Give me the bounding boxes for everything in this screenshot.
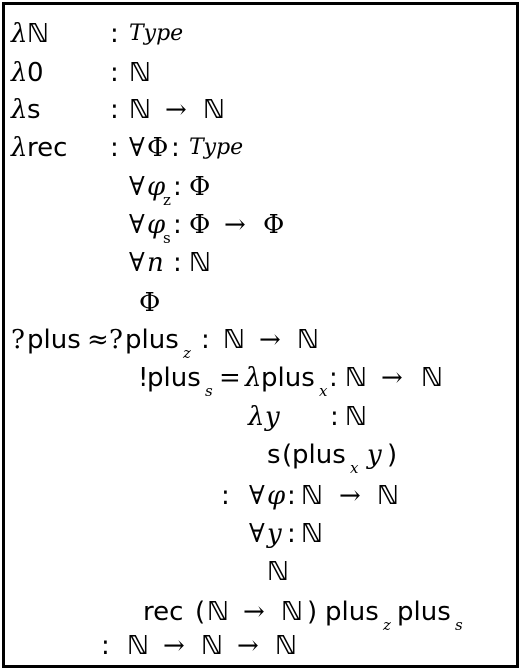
- arrow: →: [259, 325, 281, 355]
- phi-motive: Φ: [189, 210, 211, 240]
- forall-symbol: ∀: [129, 133, 145, 163]
- succ-constructor: s: [267, 440, 281, 470]
- plus-ident: plus: [125, 325, 179, 355]
- right-paren: ): [307, 597, 318, 627]
- arrow: →: [163, 631, 185, 661]
- plus-ident: plus: [27, 325, 81, 355]
- succ-constructor: s: [27, 95, 41, 125]
- phi-motive: Φ: [189, 172, 211, 202]
- nat-symbol: ℕ: [129, 58, 151, 88]
- nat-symbol: ℕ: [301, 519, 323, 549]
- phi-variable: φ: [267, 481, 286, 511]
- colon: :: [173, 210, 182, 240]
- phi-motive: Φ: [139, 288, 161, 318]
- arrow: →: [237, 631, 259, 661]
- nat-symbol: ℕ: [189, 248, 211, 278]
- subscript-s: s: [205, 382, 213, 400]
- colon: :: [201, 325, 210, 355]
- lambda-symbol: λ: [11, 95, 28, 125]
- colon: :: [110, 95, 119, 125]
- colon: :: [329, 363, 338, 393]
- forall-symbol: ∀: [129, 210, 145, 240]
- subscript-s: s: [163, 229, 171, 247]
- approx-symbol: ≈: [87, 325, 109, 355]
- lambda-symbol: λ: [11, 58, 28, 88]
- forall-symbol: ∀: [129, 248, 145, 278]
- colon: :: [330, 402, 339, 432]
- plus-ident: plus: [397, 597, 451, 627]
- nat-symbol: ℕ: [345, 402, 367, 432]
- nat-symbol: ℕ: [281, 597, 303, 627]
- colon: :: [287, 519, 296, 549]
- phi-variable: φ: [147, 210, 166, 240]
- phi-motive: Φ: [263, 210, 285, 240]
- arrow: →: [165, 95, 187, 125]
- nat-symbol: ℕ: [207, 597, 229, 627]
- zero-constructor: 0: [27, 58, 44, 88]
- arrow: →: [381, 363, 403, 393]
- lambda-symbol: λ: [245, 363, 262, 393]
- question-mark: ?: [11, 325, 25, 355]
- nat-symbol: ℕ: [297, 325, 319, 355]
- subscript-z: z: [183, 344, 191, 362]
- subscript-x: x: [350, 459, 359, 477]
- phi-motive: Φ: [147, 133, 169, 163]
- colon: :: [101, 631, 110, 661]
- nat-symbol: ℕ: [127, 631, 149, 661]
- plus-ident: plus: [147, 363, 201, 393]
- phi-variable: φ: [147, 172, 166, 202]
- type-keyword: Type: [129, 21, 184, 46]
- nat-symbol: ℕ: [203, 95, 225, 125]
- nat-symbol: ℕ: [377, 481, 399, 511]
- bang: !: [138, 363, 149, 393]
- nat-symbol: ℕ: [275, 631, 297, 661]
- left-paren: (: [282, 440, 293, 470]
- code-box: λ ℕ : Type λ 0 : ℕ λ s : ℕ → ℕ λ rec : ∀…: [2, 2, 519, 668]
- nat-symbol: ℕ: [267, 557, 289, 587]
- colon: :: [171, 133, 180, 163]
- arrow: →: [243, 597, 265, 627]
- forall-symbol: ∀: [249, 519, 265, 549]
- right-paren: ): [387, 440, 398, 470]
- equals-symbol: =: [219, 363, 241, 393]
- rec-eliminator: rec: [143, 597, 184, 627]
- arrow: →: [224, 210, 246, 240]
- subscript-z: z: [383, 616, 391, 634]
- colon: :: [221, 481, 230, 511]
- colon: :: [110, 133, 119, 163]
- lambda-symbol: λ: [248, 402, 265, 432]
- nat-symbol: ℕ: [27, 19, 49, 49]
- forall-symbol: ∀: [129, 172, 145, 202]
- nat-symbol: ℕ: [223, 325, 245, 355]
- lambda-symbol: λ: [11, 133, 28, 163]
- y-variable: y: [265, 402, 280, 432]
- colon: :: [173, 248, 182, 278]
- n-variable: n: [147, 248, 164, 278]
- colon: :: [287, 481, 296, 511]
- arrow: →: [339, 481, 361, 511]
- forall-symbol: ∀: [249, 481, 265, 511]
- colon: :: [110, 19, 119, 49]
- lambda-symbol: λ: [11, 19, 28, 49]
- colon: :: [110, 58, 119, 88]
- nat-symbol: ℕ: [421, 363, 443, 393]
- nat-symbol: ℕ: [201, 631, 223, 661]
- plus-ident: plus: [261, 363, 315, 393]
- nat-symbol: ℕ: [345, 363, 367, 393]
- y-variable: y: [367, 440, 382, 470]
- nat-symbol: ℕ: [129, 95, 151, 125]
- y-variable: y: [267, 519, 282, 549]
- colon: :: [173, 172, 182, 202]
- plus-ident: plus: [325, 597, 379, 627]
- plus-ident: plus: [292, 440, 346, 470]
- subscript-x: x: [319, 382, 328, 400]
- question-mark: ?: [109, 325, 123, 355]
- rec-eliminator: rec: [27, 133, 68, 163]
- type-keyword: Type: [189, 135, 244, 160]
- subscript-s: s: [455, 616, 463, 634]
- left-paren: (: [195, 597, 206, 627]
- subscript-z: z: [163, 191, 171, 209]
- nat-symbol: ℕ: [301, 481, 323, 511]
